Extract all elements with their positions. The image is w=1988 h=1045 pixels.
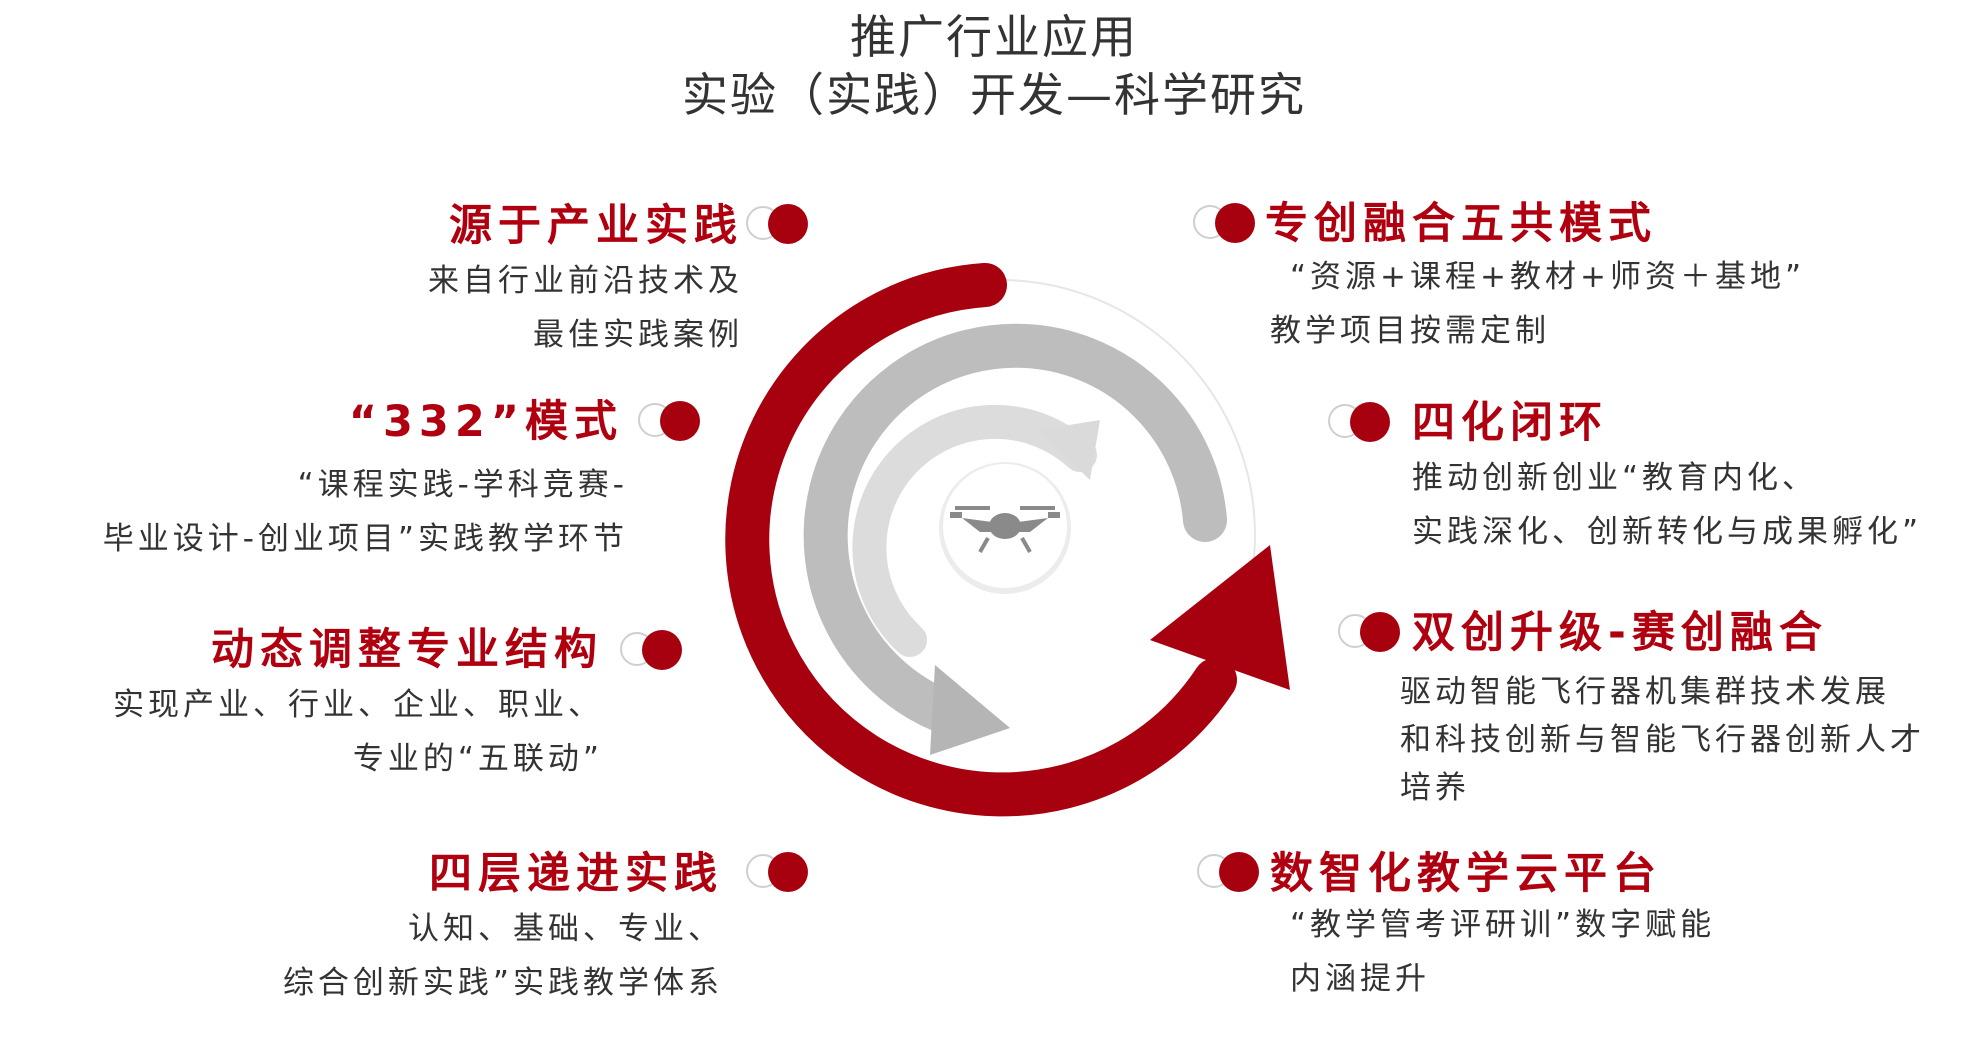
right-item-3-desc: 驱动智能飞行器机集群技术发展 和科技创新与智能飞行器创新人才 培养 (1400, 668, 1925, 812)
left-item-1-title: 源于产业实践 (449, 201, 743, 251)
right-item-1-line-2: 教学项目按需定制 (1270, 313, 1550, 349)
right-item-1-toggle (1193, 203, 1255, 243)
right-item-2-line-1: 推动创新创业“教育内化、 (1412, 460, 1818, 496)
right-item-2: 四化闭环 推动创新创业“教育内化、 实践深化、创新转化与成果孵化” (1412, 395, 1922, 559)
right-item-3-title: 双创升级-赛创融合 (1412, 608, 1828, 658)
right-item-4-title: 数智化教学云平台 (1270, 849, 1662, 899)
left-item-4-title: 四层递进实践 (429, 849, 723, 899)
left-item-4-line-2: 综合创新实践”实践教学体系 (282, 965, 723, 1001)
left-item-2-title: “332”模式 (348, 397, 623, 447)
left-item-3-toggle (620, 630, 682, 670)
right-item-1: 专创融合五共模式 (1265, 196, 1657, 252)
right-item-2-line-2: 实践深化、创新转化与成果孵化” (1412, 514, 1923, 550)
right-item-4: 数智化教学云平台 (1270, 846, 1662, 902)
right-item-1-title: 专创融合五共模式 (1265, 199, 1657, 249)
left-item-4: 四层递进实践 认知、基础、专业、 综合创新实践”实践教学体系 (283, 846, 723, 1010)
left-item-2-desc: “课程实践-学科竞赛- 毕业设计-创业项目”实践教学环节 (103, 458, 628, 566)
gray-cycle-arc (803, 323, 1227, 732)
left-item-3-title: 动态调整专业结构 (211, 625, 603, 675)
left-item-3-line-1: 实现产业、行业、企业、职业、 (113, 687, 603, 723)
left-item-1: 源于产业实践 来自行业前沿技术及 最佳实践案例 (428, 198, 743, 362)
right-item-3-line-3: 培养 (1400, 770, 1470, 806)
left-item-2-line-2: 毕业设计-创业项目”实践教学环节 (102, 521, 628, 557)
left-item-1-line-2: 最佳实践案例 (533, 317, 743, 353)
right-item-2-title: 四化闭环 (1412, 398, 1608, 448)
header-line-2: 实验（实践）开发—科学研究 (682, 68, 1306, 122)
right-item-3-line-2: 和科技创新与智能飞行器创新人才 (1400, 722, 1925, 758)
gray-arrow-head (930, 665, 1010, 755)
right-item-4-desc: “教学管考评研训”数字赋能 内涵提升 (1290, 898, 1715, 1006)
left-item-3-line-2: 专业的“五联动” (352, 741, 603, 777)
left-item-4-toggle (746, 852, 808, 892)
left-item-4-line-1: 认知、基础、专业、 (408, 911, 723, 947)
right-item-1-line-1: “资源+课程+教材+师资＋基地” (1290, 259, 1806, 295)
left-item-1-toggle (746, 204, 808, 244)
left-item-2-toggle (638, 401, 700, 441)
right-item-4-toggle (1197, 852, 1259, 892)
inner-arrow-head (1038, 420, 1100, 480)
right-item-4-line-2: 内涵提升 (1290, 961, 1430, 997)
right-item-3-line-1: 驱动智能飞行器机集群技术发展 (1400, 674, 1890, 710)
drone-icon (950, 506, 1060, 553)
red-arrow-head (1150, 545, 1290, 690)
left-item-2-line-1: “课程实践-学科竞赛- (297, 467, 628, 503)
red-cycle-arc (725, 263, 1237, 817)
right-item-1-desc: “资源+课程+教材+师资＋基地” 教学项目按需定制 (1270, 250, 1806, 358)
left-item-3: 动态调整专业结构 实现产业、行业、企业、职业、 专业的“五联动” (113, 622, 603, 786)
diagram-header: 推广行业应用 实验（实践）开发—科学研究 (0, 8, 1988, 124)
right-item-2-toggle (1328, 402, 1390, 442)
left-item-1-line-1: 来自行业前沿技术及 (428, 263, 743, 299)
inner-light-arc (852, 404, 1097, 657)
header-line-1: 推广行业应用 (850, 10, 1138, 64)
left-item-2: “332”模式 (349, 394, 623, 450)
right-item-4-line-1: “教学管考评研训”数字赋能 (1290, 907, 1716, 943)
right-item-3: 双创升级-赛创融合 (1412, 605, 1828, 661)
right-item-3-toggle (1338, 612, 1400, 652)
